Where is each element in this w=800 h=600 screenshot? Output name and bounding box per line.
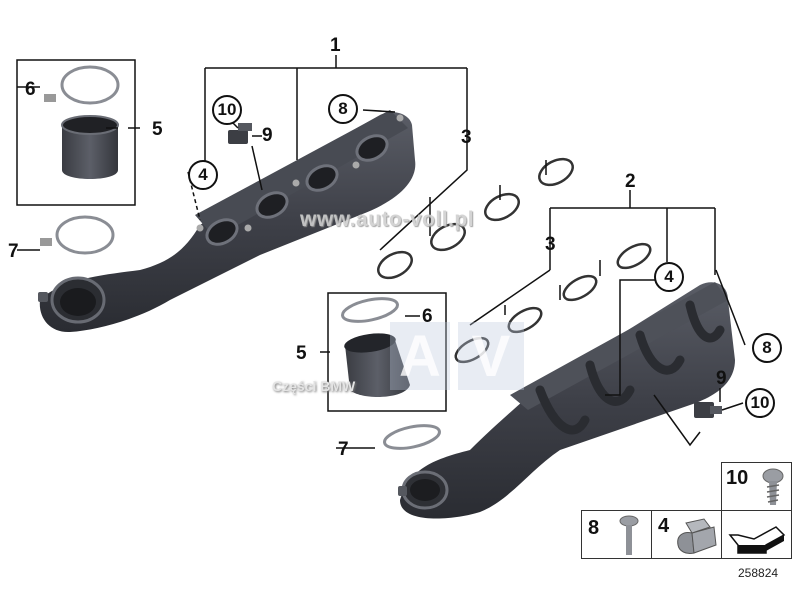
callout-8-lower[interactable]: 8 xyxy=(752,333,782,363)
callout-9-upper[interactable]: 9 xyxy=(262,125,273,146)
watermark-logo-a: A xyxy=(390,322,450,390)
callout-4-lower[interactable]: 4 xyxy=(654,262,684,292)
legend-box-clip[interactable]: 4 xyxy=(651,510,722,559)
callout-10-lower[interactable]: 10 xyxy=(745,388,775,418)
callout-6-upper[interactable]: 6 xyxy=(25,79,36,100)
callout-1[interactable]: 1 xyxy=(330,35,341,56)
left-kit-parts xyxy=(40,65,120,255)
screw-icon xyxy=(762,468,784,505)
document-number: 258824 xyxy=(738,566,779,580)
lower-gaskets xyxy=(454,242,652,364)
callout-5-upper[interactable]: 5 xyxy=(152,119,163,140)
legend-number-10: 10 xyxy=(726,467,749,489)
upper-gaskets xyxy=(377,157,574,280)
callout-7-lower[interactable]: 7 xyxy=(338,439,349,460)
callout-9-lower[interactable]: 9 xyxy=(716,368,727,389)
callout-10-upper[interactable]: 10 xyxy=(212,95,242,125)
callout-4-upper[interactable]: 4 xyxy=(188,160,218,190)
sensors xyxy=(228,123,722,418)
callout-8-upper[interactable]: 8 xyxy=(328,94,358,124)
upper-manifold xyxy=(38,110,416,333)
watermark-url: www.auto-voll.pl xyxy=(300,208,475,231)
legend-box-bolt[interactable]: 8 xyxy=(581,510,652,559)
lower-manifold xyxy=(398,282,735,519)
legend-number-4: 4 xyxy=(658,515,670,537)
leader-lines xyxy=(17,55,746,449)
callout-2[interactable]: 2 xyxy=(625,171,636,192)
clip-icon xyxy=(677,518,717,554)
callout-5-lower[interactable]: 5 xyxy=(296,343,307,364)
callout-6-lower[interactable]: 6 xyxy=(422,306,433,327)
callout-7-upper[interactable]: 7 xyxy=(8,241,19,262)
arrow-symbol-icon xyxy=(728,526,786,554)
callout-3-lower[interactable]: 3 xyxy=(545,234,556,255)
legend-box-arrow[interactable] xyxy=(721,510,792,559)
legend-number-8: 8 xyxy=(588,517,600,539)
watermark-logo-v: V xyxy=(458,322,524,390)
watermark-parts: Części BMW xyxy=(272,378,356,394)
middle-kit-parts xyxy=(341,297,441,450)
legend-box-screw[interactable]: 10 xyxy=(721,462,792,511)
callout-3-upper[interactable]: 3 xyxy=(461,127,472,148)
bolt-icon xyxy=(619,515,639,555)
